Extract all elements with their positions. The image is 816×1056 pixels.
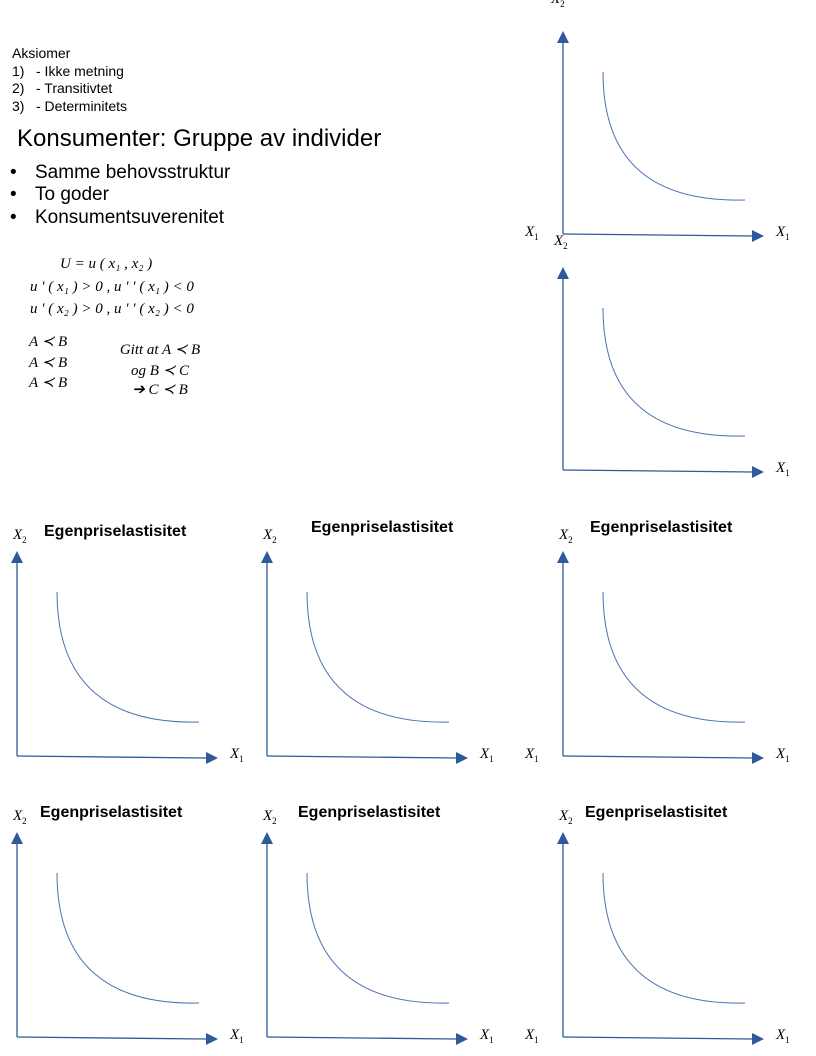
bullet-text: To goder (35, 184, 109, 205)
y-axis-label: X2 (13, 808, 27, 826)
panel-title: Egenpriselastisitet (40, 804, 183, 821)
y-axis-label: X2 (554, 233, 568, 251)
bullet-dot: • (10, 162, 17, 183)
x-axis-label: X1 (480, 1027, 494, 1045)
y-axis-arrowhead (261, 551, 273, 563)
x-axis-label: X1 (480, 746, 494, 764)
y-axis-label: X2 (559, 527, 573, 545)
bullet-text: Samme behovsstruktur (35, 162, 231, 183)
origin-axis-label: X1 (525, 746, 539, 764)
y-axis-arrowhead (11, 832, 23, 844)
axiom-number: 1) (12, 63, 25, 79)
bullet-item-2: • To goder (10, 184, 109, 206)
indifference-curve (56, 872, 200, 1004)
x-axis-label: X1 (776, 1027, 790, 1045)
y-axis-label: X2 (13, 527, 27, 545)
x-axis-line (16, 1036, 207, 1040)
x-axis-arrowhead (752, 752, 764, 764)
marginal-utility-x2: u ′ ( x₂ ) > 0 , u ′ ′ ( x₂ ) < 0 (30, 301, 194, 317)
x-axis-arrowhead (752, 466, 764, 478)
y-axis-label: X2 (263, 808, 277, 826)
y-axis-label: X2 (263, 527, 277, 545)
x-axis-line (562, 1036, 753, 1040)
transitivity-line-3: ➔ C ≺ B (132, 382, 188, 398)
indifference-curve (306, 872, 450, 1004)
indifference-curve (602, 591, 746, 723)
y-axis-label: X2 (551, 0, 565, 9)
marginal-utility-x1: u ′ ( x₁ ) > 0 , u ′ ′ ( x₁ ) < 0 (30, 279, 194, 295)
x-axis-label: X1 (230, 746, 244, 764)
transitivity-line-1: Gitt at A ≺ B (119, 342, 201, 358)
bullet-item-3: • Konsumentsuverenitet (10, 207, 224, 229)
x-axis-arrowhead (752, 1033, 764, 1045)
x-axis-label: X1 (776, 460, 790, 478)
indifference-curve (602, 307, 746, 437)
panel-title: Egenpriselastisitet (590, 519, 733, 536)
axiom-item-2: 2) - Transitivtet (12, 80, 112, 98)
indifference-curve (306, 591, 450, 723)
y-axis-arrowhead (557, 832, 569, 844)
preference-relation: A ≺ B (29, 375, 68, 391)
axiom-text: - Determinitets (36, 98, 128, 114)
axiom-number: 3) (12, 98, 25, 114)
page-heading: Konsumenter: Gruppe av individer (17, 125, 382, 152)
y-axis-arrowhead (11, 551, 23, 563)
utility-function: U = u ( x₁ , x₂ ) (60, 256, 153, 272)
x-axis-line (16, 755, 207, 759)
bullet-item-1: • Samme behovsstruktur (10, 162, 230, 184)
y-axis-arrowhead (557, 31, 569, 43)
indifference-curve (602, 872, 746, 1004)
panel-title: Egenpriselastisitet (298, 804, 441, 821)
x-axis-arrowhead (456, 1033, 468, 1045)
x-axis-label: X1 (776, 224, 790, 242)
axioms-title: Aksiomer (12, 45, 71, 61)
indifference-curve (56, 591, 200, 723)
x-axis-line (266, 1036, 457, 1040)
x-axis-label: X1 (776, 746, 790, 764)
x-axis-line (266, 755, 457, 759)
panel-title: Egenpriselastisitet (44, 523, 187, 540)
axiom-number: 2) (12, 80, 25, 96)
x-axis-arrowhead (206, 1033, 218, 1045)
preference-relation: A ≺ B (29, 355, 68, 371)
x-axis-line (562, 233, 753, 237)
origin-axis-label: X1 (525, 224, 539, 242)
transitivity-line-2: og B ≺ C (131, 363, 189, 379)
indifference-curve (602, 71, 746, 201)
y-axis-label: X2 (559, 808, 573, 826)
x-axis-line (562, 755, 753, 759)
x-axis-arrowhead (206, 752, 218, 764)
y-axis-arrowhead (557, 267, 569, 279)
preference-relation: A ≺ B (29, 334, 68, 350)
y-axis-arrowhead (261, 832, 273, 844)
x-axis-label: X1 (230, 1027, 244, 1045)
bullet-text: Konsumentsuverenitet (35, 207, 225, 228)
axiom-item-1: 1) - Ikke metning (12, 63, 124, 81)
origin-axis-label: X1 (525, 1027, 539, 1045)
y-axis-arrowhead (557, 551, 569, 563)
x-axis-line (562, 469, 753, 473)
axiom-text: - Ikke metning (36, 63, 124, 79)
x-axis-arrowhead (456, 752, 468, 764)
bullet-dot: • (10, 184, 17, 205)
axiom-item-3: 3) - Determinitets (12, 98, 127, 116)
axiom-text: - Transitivtet (36, 80, 113, 96)
x-axis-arrowhead (752, 230, 764, 242)
panel-title: Egenpriselastisitet (585, 804, 728, 821)
panel-title: Egenpriselastisitet (311, 519, 454, 536)
bullet-dot: • (10, 207, 17, 228)
